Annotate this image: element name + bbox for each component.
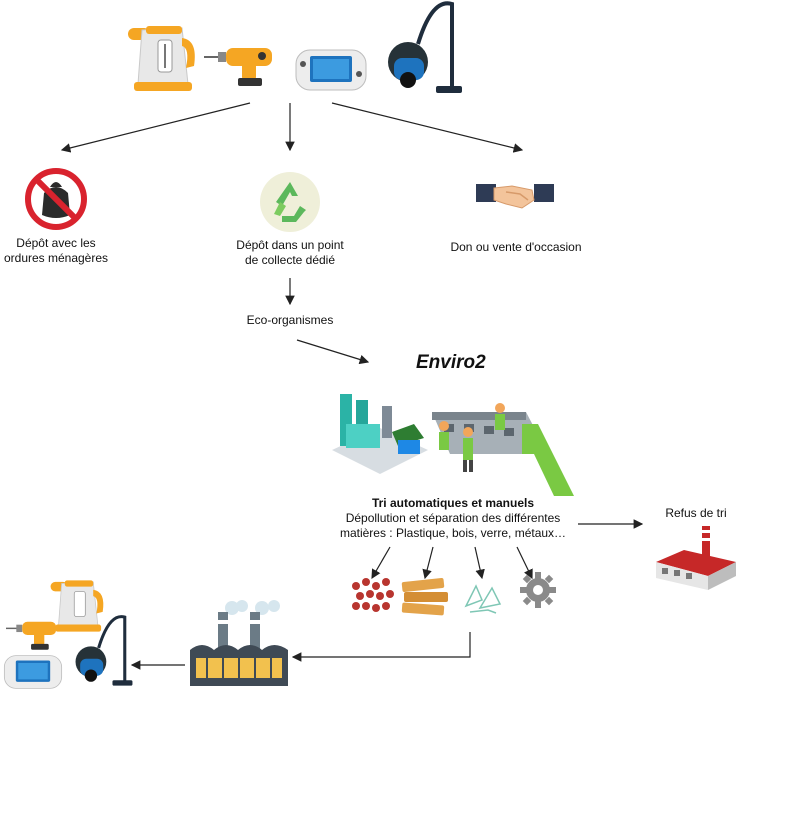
wood-planks-icon: [401, 578, 448, 616]
option-collection-point-label: Dépôt dans un point de collecte dédié: [236, 238, 344, 267]
vacuum-cleaner-icon: [388, 1, 462, 93]
refuse-factory-icon: [656, 526, 736, 590]
arrow-to-household-waste: [60, 102, 251, 153]
handshake-icon: [476, 184, 554, 209]
game-console-icon: [295, 49, 367, 91]
glass-shards-icon: [464, 584, 502, 614]
option-household-waste-label: Dépôt avec les ordures ménagères: [3, 236, 109, 265]
metal-gear-icon: [520, 572, 556, 608]
arrow-to-enviro2: [296, 339, 370, 365]
new-game-console-icon: [3, 655, 63, 689]
kettle-icon: [128, 26, 195, 91]
arrow-to-plastic: [371, 546, 391, 580]
arrow-materials-to-factory: [291, 632, 471, 662]
new-kettle-icon: [50, 580, 104, 632]
new-vacuum-cleaner-icon: [75, 615, 133, 686]
sorting-heading: Tri automatiques et manuels: [371, 496, 535, 510]
sorting-line2: matières : Plastique, bois, verre, métau…: [339, 526, 567, 540]
sorting-description: Tri automatiques et manuels Dépollution …: [318, 496, 588, 541]
manufacturing-factory-icon: [190, 600, 288, 686]
refuse-label: Refus de tri: [665, 506, 727, 520]
no-garbage-bag-icon: [25, 168, 87, 230]
recycle-icon: [260, 172, 320, 232]
arrow-to-metal: [516, 546, 533, 580]
plastic-pellets-icon: [352, 578, 394, 612]
arrow-to-wood: [422, 546, 434, 580]
arrow-to-second-hand: [331, 102, 524, 153]
eco-organismes-label: Eco-organismes: [246, 313, 334, 327]
option-second-hand-label: Don ou vente d'occasion: [450, 240, 582, 254]
recycling-plant-icon: [332, 394, 428, 474]
sorting-line1: Dépollution et séparation des différente…: [345, 511, 561, 525]
enviro2-title: Enviro2: [416, 352, 486, 373]
sorting-line-icon: [432, 403, 574, 496]
new-drill-icon: [6, 621, 57, 650]
arrow-to-glass: [474, 546, 485, 580]
drill-icon: [204, 48, 272, 86]
